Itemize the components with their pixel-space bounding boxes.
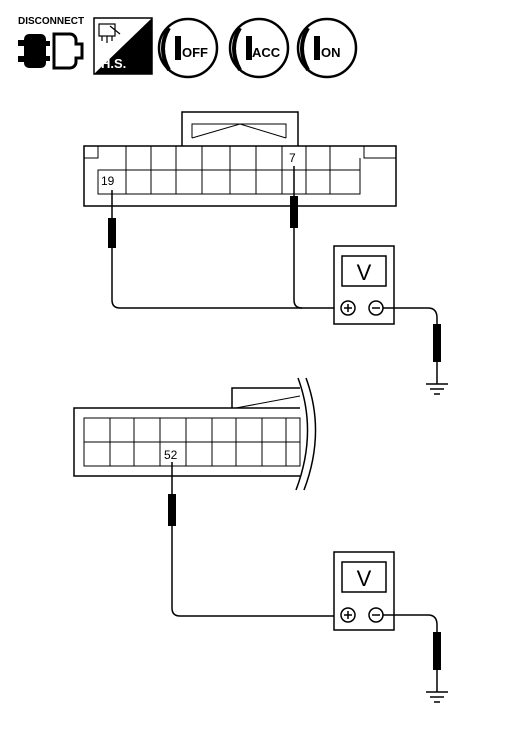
ignition-acc-label: ACC <box>252 45 281 60</box>
voltmeter-top-unit: V <box>357 260 372 285</box>
disconnect-icon <box>18 32 84 70</box>
bottom-connector: 52 <box>73 377 317 491</box>
wire-52 <box>171 526 336 617</box>
ground-icon <box>426 691 448 703</box>
top-probe-wiring <box>108 166 336 309</box>
voltmeter-bottom-unit: V <box>357 566 372 591</box>
ignition-off-icon: OFF <box>157 17 219 79</box>
pin-label-52: 52 <box>164 448 178 462</box>
wire-7 <box>293 228 303 309</box>
voltmeter-top: V <box>333 245 395 325</box>
pin-label-7: 7 <box>289 151 296 165</box>
ground-icon <box>426 383 448 395</box>
hs-icon: H.S. <box>93 17 153 75</box>
hs-label: H.S. <box>101 56 126 71</box>
wrench-icon <box>98 23 121 43</box>
ignition-off-label: OFF <box>182 45 208 60</box>
ground-wiring-top <box>383 307 448 395</box>
ignition-on-icon: ON <box>296 17 358 79</box>
voltmeter-bottom: V <box>333 551 395 631</box>
wire-19 <box>111 248 336 309</box>
ignition-on-label: ON <box>321 45 341 60</box>
disconnect-icon-group: DISCONNECT <box>18 16 84 70</box>
probe-tip-19 <box>108 218 116 248</box>
probe-tip-52 <box>168 494 176 526</box>
ignition-acc-icon: ACC <box>228 17 290 79</box>
probe-tip-7 <box>290 196 298 228</box>
disconnect-label: DISCONNECT <box>18 16 84 27</box>
top-connector: 19 7 <box>83 111 397 207</box>
pin-label-19: 19 <box>101 174 115 188</box>
bottom-probe-wiring <box>168 462 336 617</box>
ground-wiring-bottom <box>383 614 448 703</box>
